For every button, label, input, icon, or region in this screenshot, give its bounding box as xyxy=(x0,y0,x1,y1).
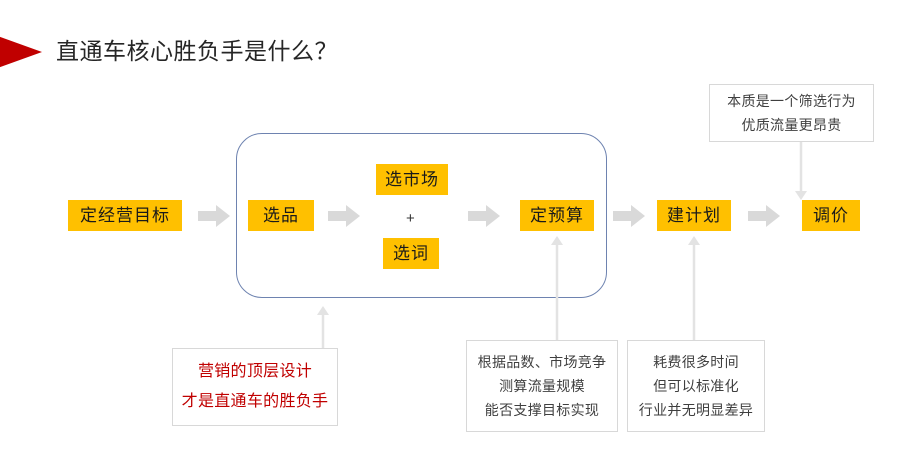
flow-arrow-5-icon xyxy=(748,205,780,227)
step-chip-select-keyword[interactable]: 选词 xyxy=(383,238,439,269)
step-chip-build-plan[interactable]: 建计划 xyxy=(657,200,731,231)
note-budget-line-1: 根据品数、市场竞争 xyxy=(477,354,607,370)
note-budget: 根据品数、市场竞争 测算流量规模 能否支撑目标实现 xyxy=(466,340,618,432)
note-top-right: 本质是一个筛选行为 优质流量更昂贵 xyxy=(709,84,874,142)
note-red-line-2: 才是直通车的胜负手 xyxy=(181,393,329,410)
note-plan-line-1: 耗费很多时间 xyxy=(653,354,739,370)
note-top-right-line-1: 本质是一个筛选行为 xyxy=(727,93,856,109)
flow-arrow-2-icon xyxy=(328,205,360,227)
selection-group-container xyxy=(236,133,607,298)
step-chip-define-goal[interactable]: 定经营目标 xyxy=(68,200,182,231)
note-plan-line-3: 行业并无明显差异 xyxy=(638,402,754,418)
connector-arrow-up-plan-icon xyxy=(686,236,702,340)
step-chip-select-product[interactable]: 选品 xyxy=(248,200,314,231)
note-top-right-line-2: 优质流量更昂贵 xyxy=(741,117,842,133)
flow-arrow-1-icon xyxy=(198,205,230,227)
note-plan: 耗费很多时间 但可以标准化 行业并无明显差异 xyxy=(627,340,765,432)
connector-arrow-down-price-icon xyxy=(793,142,809,200)
step-chip-set-budget[interactable]: 定预算 xyxy=(520,200,594,231)
connector-arrow-up-group-icon xyxy=(315,306,331,352)
red-triangle-icon xyxy=(0,34,42,70)
note-red-line-1: 营销的顶层设计 xyxy=(197,363,313,380)
note-plan-line-2: 但可以标准化 xyxy=(653,378,739,394)
note-budget-line-2: 测算流量规模 xyxy=(499,378,585,394)
step-chip-adjust-price[interactable]: 调价 xyxy=(802,200,860,231)
step-chip-select-market[interactable]: 选市场 xyxy=(376,164,448,195)
plus-symbol: + xyxy=(406,210,415,227)
flow-arrow-4-icon xyxy=(613,205,645,227)
connector-arrow-up-budget-icon xyxy=(549,236,565,340)
note-red-highlight: 营销的顶层设计 才是直通车的胜负手 xyxy=(172,348,338,426)
page-title: 直通车核心胜负手是什么？ xyxy=(56,38,338,64)
note-budget-line-3: 能否支撑目标实现 xyxy=(484,402,600,418)
flow-arrow-3-icon xyxy=(468,205,500,227)
